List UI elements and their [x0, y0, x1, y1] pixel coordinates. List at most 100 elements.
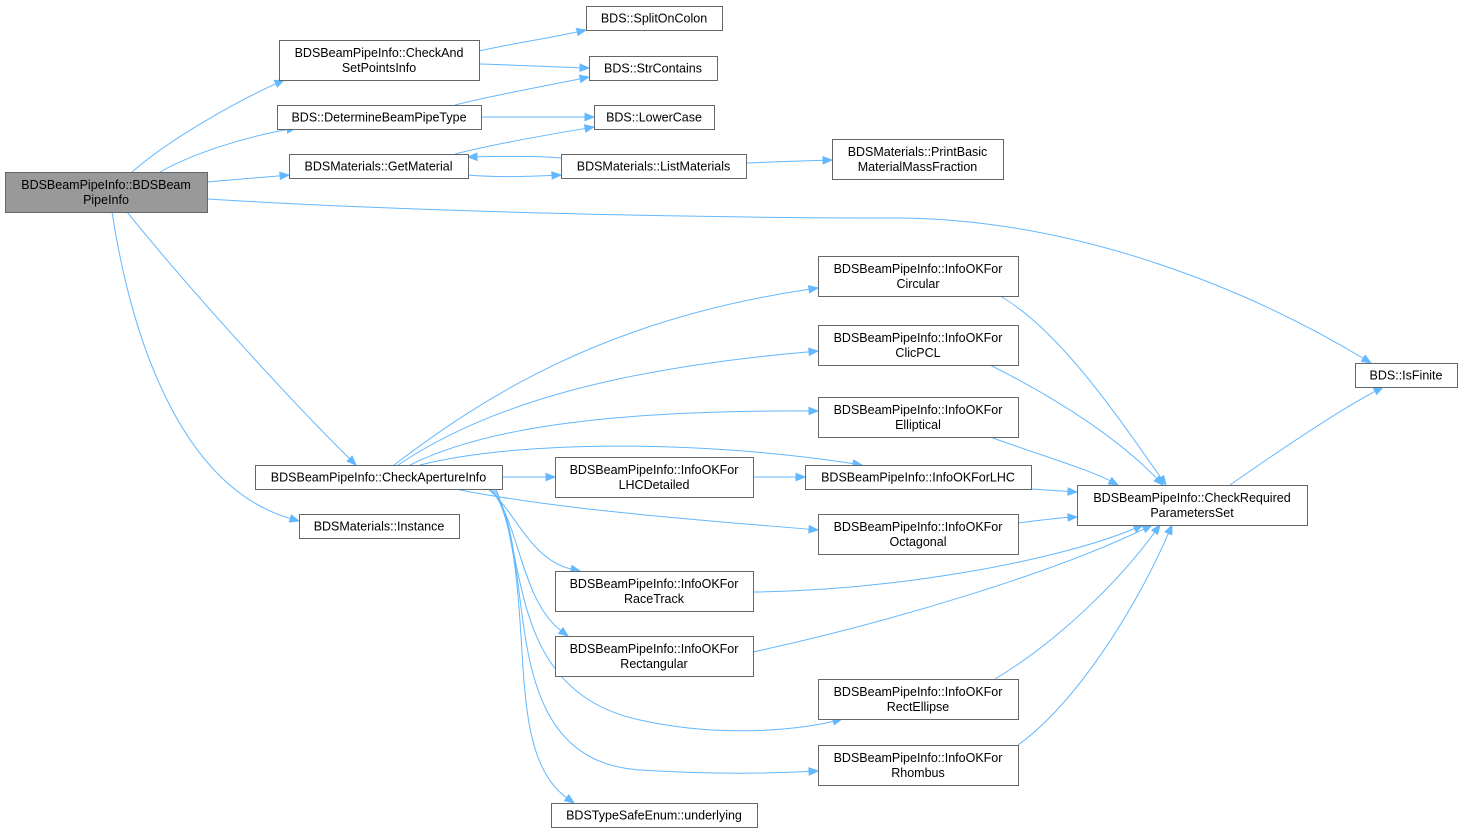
node-lowerCase[interactable]: BDS::LowerCase [594, 105, 715, 130]
node-label: BDSTypeSafeEnum::underlying [566, 809, 742, 823]
edge-okClicPCL-to-checkRequired [989, 364, 1164, 486]
edge-checkAndSet-to-strContains [478, 63, 591, 73]
edge-line [131, 82, 277, 173]
node-box [555, 636, 754, 677]
node-label: BDSBeamPipeInfo::InfoOKFor [834, 262, 1003, 276]
edge-arrowhead [808, 767, 820, 776]
edge-arrowhead [575, 27, 588, 37]
node-label: Circular [896, 277, 939, 291]
edge-arrowhead [808, 406, 820, 416]
node-checkAperture[interactable]: BDSBeamPipeInfo::CheckApertureInfo [255, 465, 503, 490]
node-label: SetPointsInfo [342, 61, 416, 75]
edge-arrowhead [557, 626, 570, 637]
edge-okElliptical-to-checkRequired [989, 436, 1120, 486]
node-label: Rhombus [891, 766, 945, 780]
node-underlying[interactable]: BDSTypeSafeEnum::underlying [551, 803, 758, 828]
node-printBasic[interactable]: BDSMaterials::PrintBasicMaterialMassFrac… [832, 139, 1004, 180]
edge-checkAperture-to-okClicPCL [397, 347, 820, 466]
edge-line [989, 436, 1112, 482]
edge-line [454, 127, 587, 155]
edge-okRectEllipse-to-checkRequired [994, 523, 1161, 680]
node-label: BDSMaterials::ListMaterials [577, 160, 731, 174]
edge-okLHC-to-checkRequired [1030, 487, 1079, 496]
edge-arrowhead [808, 347, 820, 357]
edge-line [1017, 516, 1070, 524]
node-determineType[interactable]: BDS::DetermineBeamPipeType [277, 105, 482, 130]
node-label: BDS::SplitOnColon [601, 12, 707, 26]
edge-root-to-getMaterial [206, 171, 291, 183]
node-checkRequired[interactable]: BDSBeamPipeInfo::CheckRequiredParameters… [1077, 485, 1308, 526]
edge-arrowhead [1164, 523, 1173, 536]
node-label: BDSBeamPipeInfo::InfoOKFor [570, 642, 739, 656]
edge-line [454, 78, 582, 106]
edge-okRhombus-to-checkRequired [1017, 523, 1173, 746]
edge-line [206, 198, 1365, 360]
edge-line [1017, 532, 1170, 746]
edge-arrowhead [807, 285, 820, 294]
edge-line [1030, 488, 1070, 493]
edge-root-to-checkAndSet [131, 79, 286, 173]
node-getMaterial[interactable]: BDSMaterials::GetMaterial [289, 154, 469, 179]
node-label: MaterialMassFraction [858, 160, 978, 174]
graph-nodes: BDSBeamPipeInfo::BDSBeamPipeInfoBDSBeamP… [5, 6, 1458, 828]
edge-line [159, 128, 289, 173]
edge-line [999, 295, 1162, 479]
edge-line [475, 155, 562, 159]
edge-line [478, 63, 582, 69]
edge-line [126, 211, 351, 460]
edge-checkRequired-to-isFinite [1229, 386, 1385, 486]
node-box [818, 397, 1019, 438]
node-label: BDS::LowerCase [606, 111, 702, 125]
edge-arrowhead [288, 514, 301, 523]
edge-arrowhead [466, 152, 478, 162]
node-instance[interactable]: BDSMaterials::Instance [299, 514, 460, 539]
node-label: BDSBeamPipeInfo::CheckRequired [1093, 491, 1290, 505]
edge-listMaterials-to-getMaterial [466, 152, 562, 162]
node-label: BDSBeamPipeInfo::InfoOKFor [834, 403, 1003, 417]
node-splitOnColon[interactable]: BDS::SplitOnColon [586, 6, 723, 31]
edge-arrowhead [578, 74, 591, 84]
edge-determineType-to-strContains [454, 74, 591, 106]
node-box [561, 154, 747, 179]
edge-arrowhead [822, 155, 834, 165]
node-isFinite[interactable]: BDS::IsFinite [1355, 363, 1458, 388]
edge-line [111, 211, 292, 520]
node-box [586, 6, 723, 31]
edge-arrowhead [1107, 476, 1120, 486]
node-label: BDSBeamPipeInfo::InfoOKFor [834, 751, 1003, 765]
node-okLHC[interactable]: BDSBeamPipeInfo::InfoOKForLHC [805, 465, 1032, 490]
node-strContains[interactable]: BDS::StrContains [589, 56, 718, 81]
node-box [5, 172, 208, 213]
edge-arrowhead [1132, 524, 1145, 533]
edge-arrowhead [1141, 524, 1154, 534]
node-label: BDSMaterials::GetMaterial [305, 160, 453, 174]
edge-line [1229, 390, 1377, 486]
edge-arrowhead [579, 63, 591, 73]
edge-arrowhead [551, 171, 563, 180]
node-label: PipeInfo [83, 193, 129, 207]
edge-line [409, 410, 811, 466]
edge-root-to-instance [111, 211, 301, 523]
node-box [277, 105, 482, 130]
node-label: BDSBeamPipeInfo::CheckAnd [295, 46, 464, 60]
node-listMaterials[interactable]: BDSMaterials::ListMaterials [561, 154, 747, 179]
node-label: LHCDetailed [619, 478, 690, 492]
node-box [589, 56, 718, 81]
node-label: BDS::IsFinite [1370, 369, 1443, 383]
node-root[interactable]: BDSBeamPipeInfo::BDSBeamPipeInfo [5, 172, 208, 213]
edge-checkAperture-to-okRhombus [493, 488, 820, 776]
node-box [279, 40, 480, 81]
node-label: RaceTrack [624, 592, 685, 606]
edge-arrowhead [279, 171, 291, 181]
